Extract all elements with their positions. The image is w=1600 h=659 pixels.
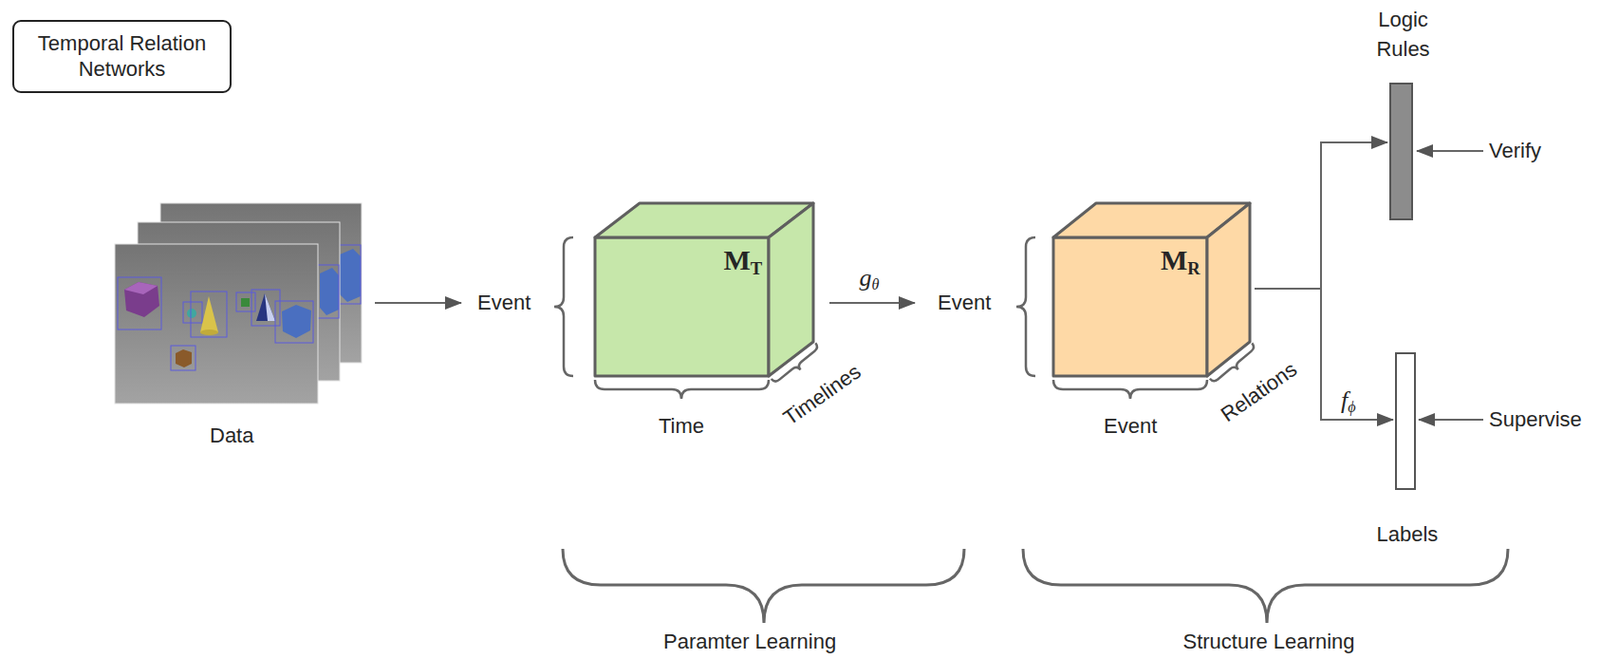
edge-label: gθ xyxy=(857,262,882,293)
input-arrow xyxy=(1418,418,1484,421)
connector xyxy=(829,301,915,304)
cube-label-subscript: T xyxy=(750,258,763,279)
box-title: Temporal Relation Networks xyxy=(25,31,219,82)
brace xyxy=(595,379,769,399)
input-arrow-label: Verify xyxy=(1488,138,1542,164)
green-cube xyxy=(241,297,250,307)
relation-tensor-cube: EventMREventRelations xyxy=(928,199,1255,380)
input-data-image: Data xyxy=(114,203,362,452)
bounding-box xyxy=(183,301,203,323)
labels-bar: Labels xyxy=(1395,352,1416,490)
cube-label: MT xyxy=(724,242,763,278)
blue-cone xyxy=(256,293,276,321)
blue-cube xyxy=(281,304,312,338)
bar-heading: Labels xyxy=(1376,521,1439,547)
cube-label-main: M xyxy=(724,243,751,276)
cube-label-subscript: R xyxy=(1187,258,1200,279)
yellow-cone xyxy=(200,296,219,333)
axis-label: Event xyxy=(477,290,531,316)
edge-label: fϕ xyxy=(1339,385,1359,415)
blue-cone-highlight xyxy=(264,293,276,321)
scene-object xyxy=(339,248,361,302)
bar-heading: Logic Rules xyxy=(1360,4,1447,64)
brown-cube xyxy=(175,349,192,368)
system-title-box: Temporal Relation Networks xyxy=(12,19,232,94)
edge-label-main: g xyxy=(859,263,873,292)
axis-label: Timelines xyxy=(778,359,866,431)
brace xyxy=(562,548,965,623)
image-frame xyxy=(114,243,318,404)
bounding-box xyxy=(275,300,314,343)
scene-object xyxy=(319,267,339,316)
cube-outline xyxy=(469,199,819,380)
temporal-tensor-cube: EventMTTimeTimelines xyxy=(469,199,819,380)
connector xyxy=(1254,142,1388,289)
axis-label: Event xyxy=(937,290,991,316)
brace xyxy=(1016,237,1036,376)
purple-cube-top xyxy=(124,281,158,295)
connector xyxy=(374,301,462,304)
edge-label-main: f xyxy=(1340,386,1348,414)
cube-face xyxy=(768,203,814,376)
purple-cube xyxy=(124,281,160,317)
image-caption: Data xyxy=(209,423,254,448)
cube-label-main: M xyxy=(1160,243,1188,276)
bounding-box xyxy=(170,345,196,371)
connector xyxy=(1254,288,1394,420)
phase-label: Paramter Learning xyxy=(663,629,837,654)
cube-outline xyxy=(928,199,1255,380)
phase-label: Structure Learning xyxy=(1183,629,1356,654)
bounding-box xyxy=(316,264,339,318)
logic-rules-bar: Logic Rules xyxy=(1389,82,1414,221)
cube-label: MR xyxy=(1160,242,1201,278)
yellow-cone-base xyxy=(200,329,219,335)
cube-face xyxy=(1053,237,1208,376)
bounding-box xyxy=(236,292,256,312)
bounding-box xyxy=(190,291,227,337)
brace xyxy=(1053,379,1208,399)
input-arrow-label: Supervise xyxy=(1488,407,1582,432)
bounding-box xyxy=(117,277,162,330)
brace xyxy=(1023,548,1508,623)
axis-label: Time xyxy=(658,413,705,439)
cube-face xyxy=(595,237,769,376)
axis-label: Event xyxy=(1103,413,1157,439)
axis-label: Relations xyxy=(1216,356,1303,428)
input-arrow xyxy=(1416,149,1484,152)
cube-face xyxy=(1207,203,1250,376)
edge-label-subscript: ϕ xyxy=(1347,398,1356,415)
cyan-ball xyxy=(186,308,197,318)
brace xyxy=(554,237,574,376)
edge-label-subscript: θ xyxy=(872,276,880,293)
